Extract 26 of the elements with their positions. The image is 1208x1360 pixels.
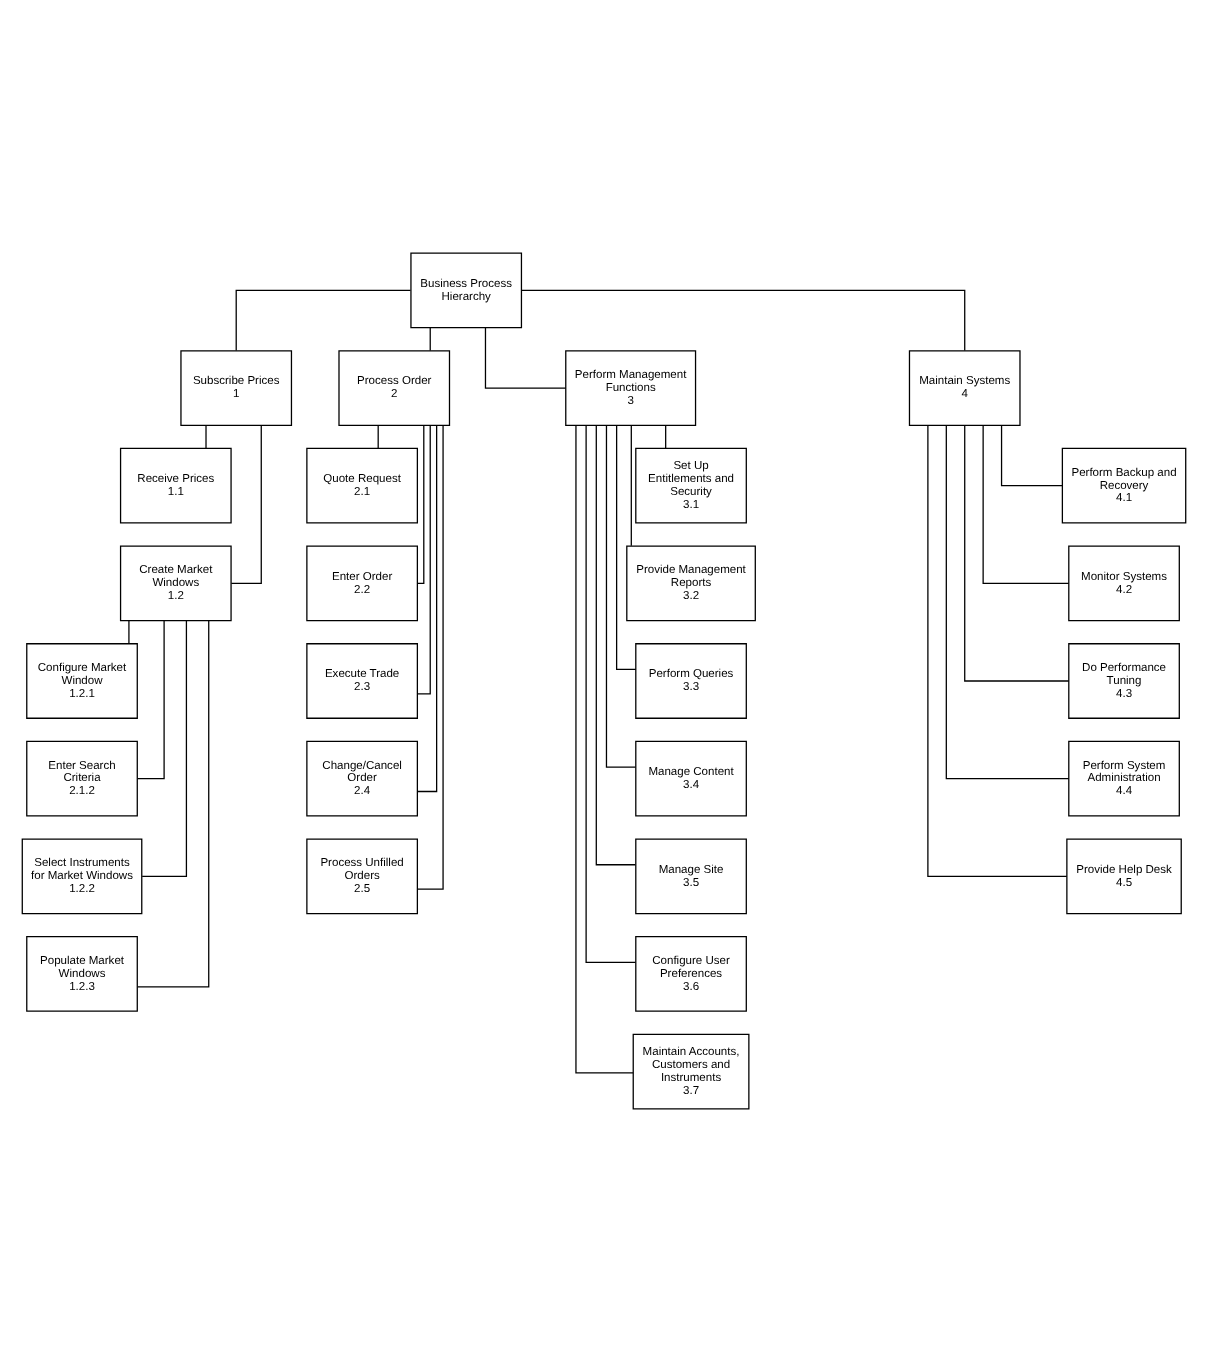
connector	[128, 619, 130, 644]
connector	[235, 288, 412, 351]
connector	[927, 423, 1068, 876]
connector	[484, 326, 567, 388]
connector	[205, 423, 207, 448]
connector	[520, 288, 966, 351]
connector	[585, 424, 637, 963]
connector	[1000, 423, 1063, 486]
connector	[665, 423, 667, 448]
connector	[605, 423, 637, 767]
connector	[136, 619, 210, 987]
connector	[141, 619, 188, 876]
connector	[945, 423, 1070, 779]
connector	[982, 424, 1070, 583]
connector	[630, 424, 632, 546]
connector	[429, 326, 431, 351]
connector	[575, 423, 634, 1073]
connector	[616, 423, 637, 670]
connector	[416, 424, 438, 792]
connector	[137, 619, 165, 779]
connector	[230, 424, 262, 583]
connector	[595, 423, 636, 865]
connector	[417, 423, 431, 694]
connector	[964, 424, 1070, 681]
connector	[377, 423, 379, 448]
connector	[417, 424, 425, 583]
